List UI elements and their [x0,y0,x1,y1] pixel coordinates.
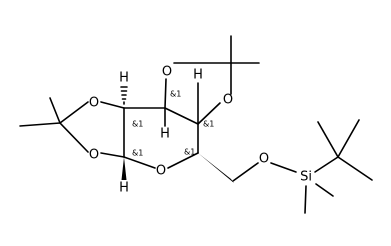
bond-si-methyl2 [315,183,334,197]
stereo-label-c3: &1 [170,90,181,99]
bond-si-tbu [314,156,339,173]
atom-labels: O O O O O O Si H H H H [89,65,312,196]
bond-tbu-methyl3 [337,156,373,181]
bond-o1-c1 [100,101,125,109]
atom-silyl-ether-oxygen: O [259,152,269,167]
wedge-bond-c2-h [121,157,127,180]
atom-oxygen-1: O [89,96,99,111]
bond-cmleft-o1 [59,101,89,124]
bonds [19,35,373,214]
stereo-label-c5: &1 [184,148,195,157]
bond-cmleft-methyl1 [19,122,61,127]
atom-oxygen-4: O [223,93,233,108]
stereo-label-c1: &1 [132,120,143,129]
bond-o-si [270,162,297,173]
atom-hydrogen-1: H [119,71,129,86]
wedge-bond-c5-ch2 [198,153,234,183]
bond-c5-oring [167,152,199,169]
bond-si-methyl1 [304,185,307,214]
stereo-label-c2: &1 [132,149,143,158]
atom-hydrogen-4: H [193,68,203,83]
bond-cmleft-methyl2 [49,97,61,124]
bond-oring-c2 [123,156,156,169]
atom-ring-oxygen: O [156,164,166,179]
atom-oxygen-3: O [162,65,172,80]
bond-c3-c4 [164,107,199,125]
bond-cmleft-o2 [59,122,89,153]
atom-hydrogen-3: H [160,127,170,142]
bond-tbu-methyl2 [337,119,360,158]
atom-silicon: Si [300,170,312,185]
bond-ch2-o [232,162,259,182]
wedge-bonds [121,153,234,183]
bond-c3-o3 [164,78,167,109]
atom-hydrogen-2: H [119,181,129,196]
hashed-bond-c1-h [120,86,128,105]
stereo-label-c4: &1 [203,120,214,129]
atom-oxygen-2: O [89,148,99,163]
bond-c4-o4 [197,102,221,125]
bond-o2-c2 [100,152,125,158]
hashed-bonds [120,86,128,105]
stereo-labels: &1 &1 &1 &1 &1 [132,90,214,158]
bond-tbu-methyl1 [317,121,339,158]
